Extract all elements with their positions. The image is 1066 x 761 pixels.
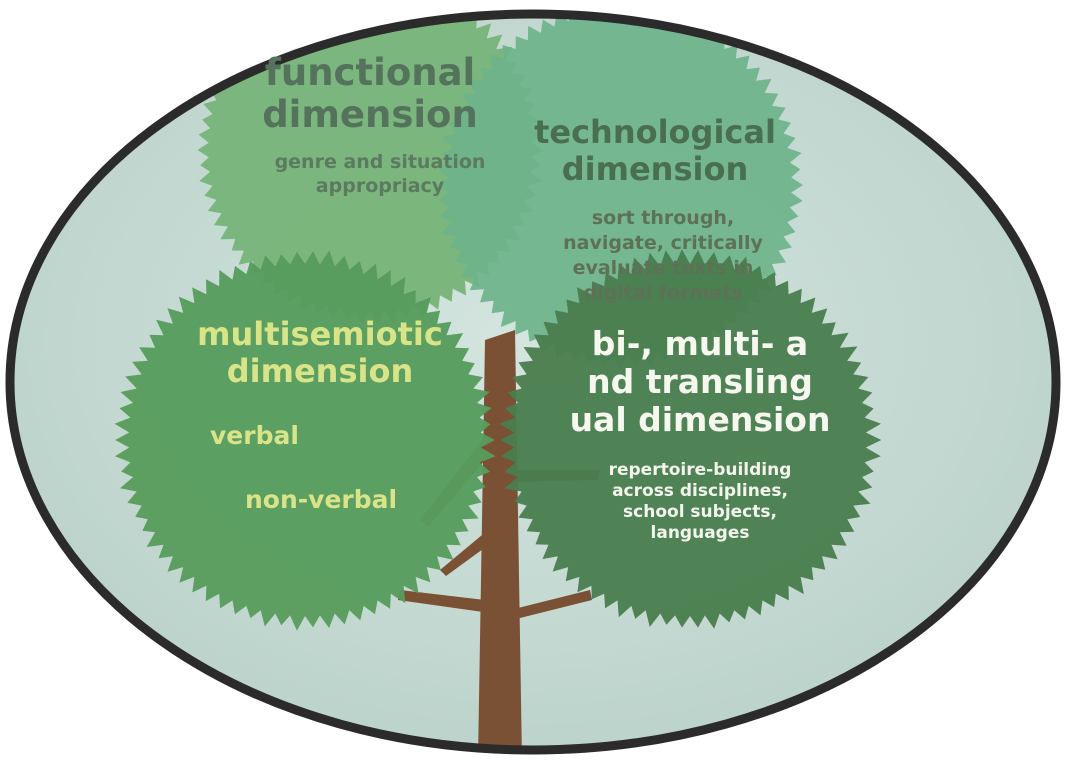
multisemiotic-foliage	[114, 250, 496, 631]
multisemiotic-item-verbal: verbal	[210, 421, 299, 450]
multisemiotic-item-non-verbal: non-verbal	[245, 485, 398, 514]
bilingual-foliage	[499, 249, 882, 629]
oval-frame	[5, 9, 1061, 755]
